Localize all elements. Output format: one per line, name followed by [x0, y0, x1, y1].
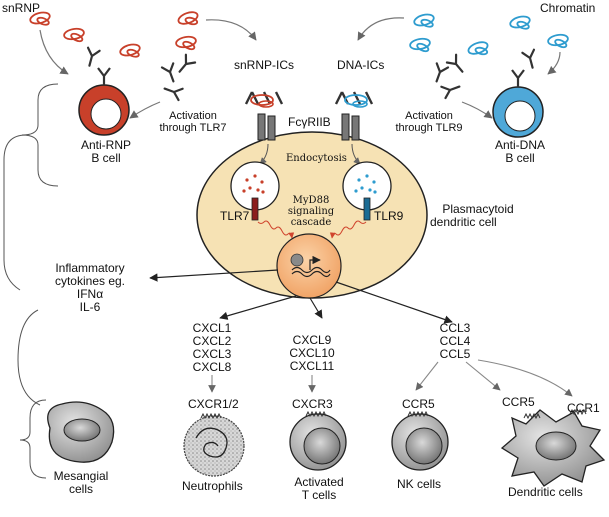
- snrnp-ics-label: snRNP-ICs: [234, 58, 295, 72]
- mesangial-line2: cells: [68, 482, 93, 496]
- chemokine-group-1: CXCL1 CXCL2 CXCL3 CXCL8: [182, 322, 242, 374]
- top-arrows: [39, 17, 561, 119]
- cytokines-label: Inflammatory cytokines eg. IFNα IL-6: [40, 262, 140, 314]
- pdc-name-line2: dendritic cell: [430, 215, 497, 229]
- activation-tlr9-line1: Activation: [405, 110, 453, 122]
- myd88-line2: signaling: [287, 206, 335, 217]
- receptor-ccr5-nk: CCR5: [402, 397, 435, 411]
- chromatin-particles: [409, 13, 569, 56]
- t-cells-label: Activated T cells: [284, 476, 354, 502]
- chemokine-cxcl9: CXCL9: [292, 333, 332, 347]
- pdc-name-line1: Plasmacytoid: [442, 202, 514, 216]
- dendritic-target-cell: [500, 408, 606, 487]
- myd88-line1: MyD88: [292, 195, 330, 206]
- neutrophil-cell: [183, 412, 245, 477]
- free-antibodies: [86, 46, 536, 102]
- snrnp-immune-complex: [244, 91, 284, 108]
- nk-cell: [391, 410, 449, 471]
- snrnp-label: snRNP: [2, 1, 41, 15]
- anti-dna-label: Anti-DNA B cell: [480, 139, 560, 165]
- dendritic-cells-label: Dendritic cells: [508, 485, 583, 499]
- chemokine-cxcl11: CXCL11: [289, 359, 335, 373]
- chemokine-group-2: CXCL9 CXCL10 CXCL11: [282, 334, 342, 373]
- chemokine-cxcl10: CXCL10: [289, 346, 335, 360]
- cytokines-line4: IL-6: [79, 300, 101, 314]
- nucleus-output-arrows: [149, 269, 453, 324]
- mesangial-cell: [47, 401, 115, 463]
- tlr7-label: TLR7: [220, 209, 250, 223]
- activation-tlr9-line2: through TLR9: [395, 122, 463, 134]
- activation-tlr7-line2: through TLR7: [159, 122, 227, 134]
- mesangial-line1: Mesangial: [53, 469, 109, 483]
- t-cell: [289, 410, 347, 471]
- cytokines-line3: IFNα: [76, 287, 104, 301]
- tlr7-endosome: [230, 161, 280, 221]
- pdc-name-label: Plasmacytoid dendritic cell: [430, 203, 526, 229]
- anti-rnp-line2: B cell: [91, 151, 121, 165]
- myd88-line3: cascade: [290, 217, 332, 228]
- fc-receptor-label: FcγRIIB: [288, 115, 331, 129]
- tlr9-label: TLR9: [374, 209, 404, 223]
- snrnp-particles: [29, 11, 199, 58]
- cytokines-line1: Inflammatory: [55, 261, 125, 275]
- anti-dna-line2: B cell: [505, 151, 535, 165]
- chemokine-cxcl3: CXCL3: [192, 347, 232, 361]
- t-cells-line1: Activated: [294, 475, 344, 489]
- chemokine-cxcl2: CXCL2: [192, 334, 232, 348]
- chemokine-ccl5: CCL5: [439, 347, 471, 361]
- endocytosis-label: Endocytosis: [286, 153, 347, 164]
- anti-dna-line1: Anti-DNA: [494, 138, 545, 152]
- chemokine-cxcl8: CXCL8: [192, 360, 232, 374]
- chemokine-ccl3: CCL3: [439, 321, 471, 335]
- chromatin-label: Chromatin: [540, 1, 596, 15]
- myd88-signal-arrows: [257, 220, 367, 239]
- mesangial-label: Mesangial cells: [46, 470, 116, 496]
- tlr9-endosome: [342, 161, 392, 221]
- chemokine-cxcl1: CXCL1: [192, 321, 232, 335]
- dna-ics-label: DNA-ICs: [337, 58, 385, 72]
- pdc-nucleus: [276, 233, 342, 299]
- myd88-label: MyD88 signaling cascade: [278, 195, 344, 228]
- dna-immune-complex: [334, 91, 374, 108]
- anti-rnp-b-cell: [78, 67, 130, 136]
- anti-dna-b-cell: [492, 69, 544, 138]
- fc-receptors: [257, 113, 360, 141]
- nk-cells-label: NK cells: [397, 477, 442, 491]
- chemokine-group-3: CCL3 CCL4 CCL5: [430, 322, 480, 361]
- chemokine-receptor-arrows: [208, 359, 573, 397]
- receptor-ccr1: CCR1: [567, 401, 600, 415]
- receptor-ccr5-dc: CCR5: [502, 395, 535, 409]
- receptor-cxcr12: CXCR1/2: [188, 397, 239, 411]
- activation-tlr9-label: Activation through TLR9: [386, 110, 472, 134]
- chemokine-ccl4: CCL4: [439, 334, 471, 348]
- activation-tlr7-line1: Activation: [169, 110, 217, 122]
- receptor-cxcr3: CXCR3: [292, 397, 333, 411]
- t-cells-line2: T cells: [301, 488, 337, 502]
- anti-rnp-label: Anti-RNP B cell: [66, 139, 146, 165]
- anti-rnp-line1: Anti-RNP: [80, 138, 131, 152]
- neutrophils-label: Neutrophils: [182, 479, 243, 493]
- left-braces: [3, 83, 59, 479]
- cytokines-line2: cytokines eg.: [54, 274, 126, 288]
- activation-tlr7-label: Activation through TLR7: [150, 110, 236, 134]
